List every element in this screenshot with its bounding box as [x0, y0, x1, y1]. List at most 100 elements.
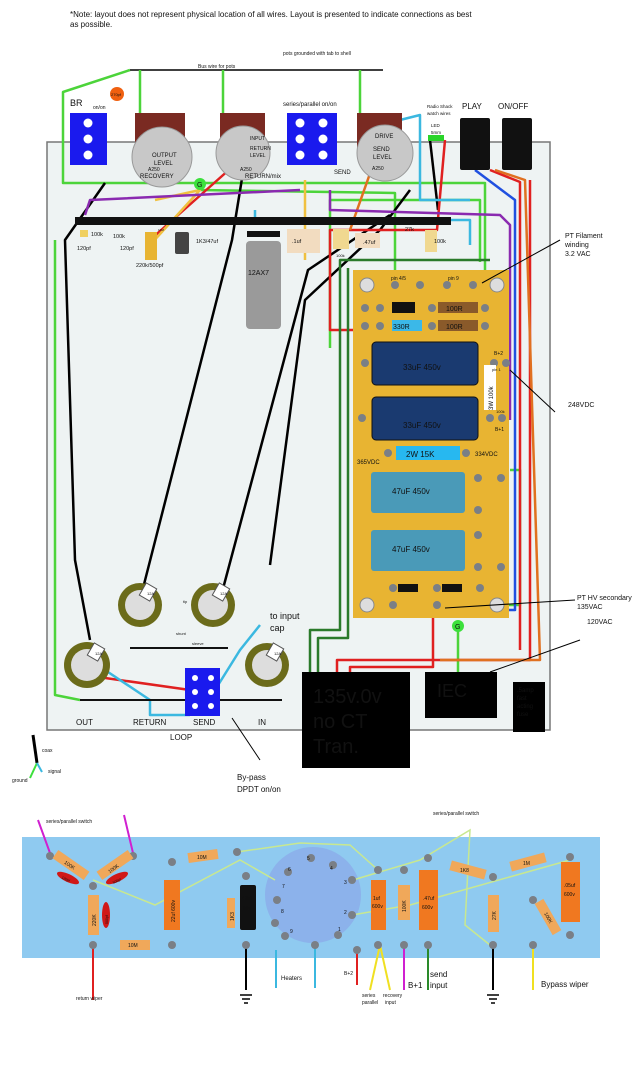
to-input-line2: cap [270, 623, 285, 633]
send-input-line2: input [430, 981, 448, 990]
pot3-line3: LEVEL [373, 155, 392, 161]
on-off-footswitch[interactable] [502, 118, 532, 170]
turret-pin9-label: pin 9 [448, 276, 459, 282]
tran-line1: 135v.0v [313, 686, 382, 708]
bypass-dpdt-switch[interactable] [185, 668, 220, 716]
pot3-line1: DRIVE [375, 134, 393, 140]
turret-ground-point [452, 620, 464, 632]
resistor-100k-a [80, 230, 88, 237]
br-mode-label: on/on [93, 105, 106, 111]
r330-label: 330R [393, 324, 410, 331]
turret-ground-label: G [455, 624, 460, 631]
r100-a-label: 100R [446, 306, 463, 313]
cap47-b-label: 47uF 450v [392, 545, 430, 554]
cap-1k3-47uf [175, 232, 189, 254]
fuse-line2: fast [517, 696, 527, 702]
return-level-pot[interactable] [215, 113, 271, 181]
signal-label: signal [48, 769, 61, 775]
r100k-d-label: 100k [434, 239, 446, 245]
b2-label: B+2 [494, 351, 503, 357]
r3w-label: 3W 100k [489, 385, 495, 410]
r10m-top-label: 10M [197, 855, 207, 861]
pt-filament-line2: winding [564, 242, 589, 249]
radio-shack-line1: Radio Shack [427, 104, 453, 109]
shunt-label: shunt [176, 631, 187, 636]
jacks [80, 647, 282, 701]
pin1-label: 1 [272, 217, 274, 221]
pot3-function: SEND [334, 170, 351, 176]
in-label: IN [258, 718, 266, 727]
turret-board [353, 270, 510, 618]
out-jack[interactable] [64, 642, 110, 688]
return-jack[interactable] [118, 582, 162, 627]
r10m-label: 10M [158, 228, 164, 232]
series-line2: parallel [362, 1000, 378, 1006]
sch-b2-label: B+2 [344, 971, 353, 977]
resistor-100k-c [333, 229, 349, 249]
pin8: 8 [281, 909, 284, 915]
r100k-a-label: 100k [91, 232, 103, 238]
pt-hv-line2: 135VAC [577, 604, 603, 611]
bus-wire-label: Bus wire for pots [198, 64, 236, 70]
pin9: 9 [290, 929, 293, 935]
tran-line2: no CT [313, 711, 367, 733]
series-parallel-switch[interactable] [287, 113, 337, 165]
br-switch[interactable] [70, 113, 107, 165]
pin1: 1 [338, 927, 341, 933]
to-input-line1: to input [270, 611, 300, 621]
r15k-label: 2W 15K [406, 450, 435, 459]
c047-label: .47uf [363, 240, 376, 246]
r100k-r-label: 100K [107, 863, 121, 875]
pin45-label: 4/5 [259, 217, 264, 221]
r100k-b-label: 100k [113, 234, 125, 240]
sch-b1-label: B+1 [408, 981, 423, 990]
recovery-line1: recovery [383, 993, 403, 999]
send-jack-label: 12A [220, 591, 227, 596]
pt-filament-line1: PT Filament [565, 233, 603, 240]
play-label: PLAY [462, 102, 483, 111]
tube-label: 12AX7 [248, 270, 269, 277]
iec-inlet[interactable] [425, 672, 497, 718]
coax-label: coax [42, 748, 53, 754]
rc220-label: 220k/500pf [136, 263, 164, 269]
series-parallel-label: series/parallel on/on [283, 102, 337, 108]
r100k-label: 100k [496, 409, 505, 414]
led-line2: 5mm [431, 130, 441, 135]
pot2-line2: RETURN [250, 146, 271, 152]
c1-1-label: 1uf [373, 896, 381, 902]
send-jack[interactable] [191, 582, 235, 627]
r100k-l-label: 100K [63, 860, 77, 872]
output-level-pot[interactable] [131, 113, 193, 188]
tube-12ax7 [246, 241, 281, 329]
r1k3-label: 1K3 [230, 912, 236, 921]
return-jack-label: 12A [147, 591, 154, 596]
note-line-1: *Note: layout does not represent physica… [70, 10, 472, 19]
tran-line3: Tran. [313, 736, 359, 758]
wires [53, 68, 542, 717]
r100k-c-label: 100k [336, 253, 345, 258]
r220k-label: 220K [92, 914, 98, 926]
c01-label: .1uf [292, 239, 302, 245]
send-level-pot[interactable] [356, 113, 414, 182]
fuse-holder[interactable] [513, 682, 545, 732]
sp-switch-left-label: series/parallel switch [46, 819, 92, 825]
loop-label: LOOP [170, 733, 192, 742]
pot2-line1: INPUT [250, 136, 265, 142]
c1-2-label: 600v [372, 904, 383, 910]
led [428, 135, 444, 141]
series-line1: series [362, 993, 376, 999]
c05-1-label: .05uf [564, 883, 576, 889]
rc-220k-500pf [145, 232, 157, 260]
c47b-1-label: .47uf [423, 896, 435, 902]
play-footswitch[interactable] [460, 118, 490, 170]
return-label: RETURN [133, 718, 167, 727]
in-jack[interactable] [245, 642, 289, 687]
note-line-2: as possible. [70, 20, 112, 29]
radio-shack-line2: watch wires [427, 111, 451, 116]
cap33-b-label: 33uF 450v [403, 421, 441, 430]
c500-b-label: 500pf [105, 915, 109, 924]
r100k-m-label: 100K [402, 900, 408, 912]
pot2-taper: A250 [240, 167, 252, 173]
c120-b-label: 120pf [120, 246, 134, 252]
ground-label: ground [12, 778, 28, 784]
